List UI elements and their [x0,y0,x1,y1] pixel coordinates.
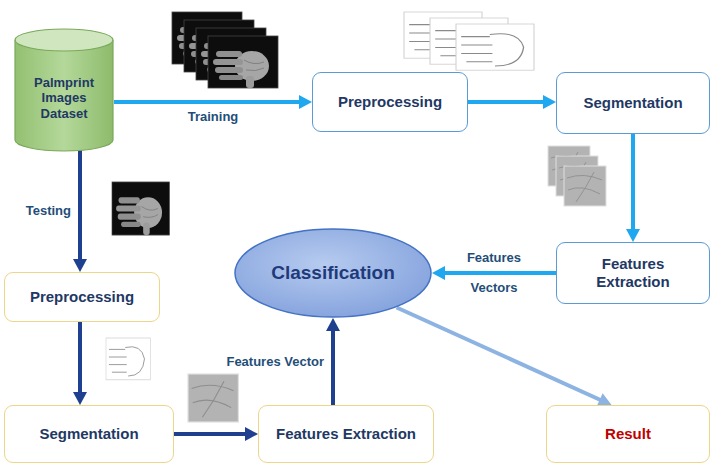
training-photo-stack [172,12,278,88]
node-label: Preprocessing [323,93,457,111]
process-box: Preprocessing [312,72,468,132]
node-label: Result [557,425,699,443]
edge-label: Testing [26,203,71,218]
cylinder-shape [14,28,114,152]
cylinder-body [15,40,113,151]
process-box: Segmentation [4,405,174,463]
process-box: Preprocessing [4,272,160,322]
flow-arrow [78,322,82,394]
classifier-ellipse: Classification [234,228,432,318]
testing-texture [188,374,238,422]
arrow-head [432,266,445,280]
process-box: Segmentation [556,72,710,134]
flow-arrow [631,134,635,231]
node-label: Features Extraction [269,425,423,443]
flow-arrow [114,100,301,104]
flow-arrow [397,307,602,400]
node-text-group: Segmentation [567,94,699,112]
node-label: Preprocessing [15,288,149,306]
edge-label: Features Vector [226,354,324,369]
node-text-group: Palmprint Images Dataset [20,75,108,122]
arrow-head [543,95,556,109]
node-text-group: Segmentation [15,425,163,443]
node-label: Segmentation [567,94,699,112]
edge-label: Features Vectors [456,243,532,303]
arrow-head [626,229,640,242]
arrow-head [326,318,340,331]
node-text-group: Features Extraction [269,425,423,443]
arrow-head [73,259,87,272]
edge-label: Training [188,109,239,124]
process-box: Features Extraction [258,405,434,463]
arrow-head [73,392,87,405]
flow-arrow [443,271,556,275]
process-box: Features Extraction [556,242,710,304]
node-text-group: Features Extraction [567,255,699,291]
flow-arrow [78,149,82,261]
dataset-cylinder: Palmprint Images Dataset [14,28,114,152]
node-text-group: Preprocessing [323,93,457,111]
node-text-group: Preprocessing [15,288,149,306]
arrow-head [299,95,312,109]
node-text-group: Classification [260,262,406,285]
node-text-group: Result [557,425,699,443]
flow-arrow [174,432,247,436]
flow-arrow [331,329,335,405]
arrow-head [245,427,258,441]
flow-arrow [468,100,545,104]
node-label: Features Extraction [567,255,699,291]
testing-sketch [106,338,150,380]
preprocessed-sketch-stack [404,12,534,70]
node-label: Classification [260,262,406,285]
roi-texture-stack [548,146,606,206]
node-label: Segmentation [15,425,163,443]
ellipse-outline [235,229,431,317]
testing-photo [112,182,169,235]
cylinder-top [15,29,113,51]
result-box: Result [546,405,710,463]
node-label: Palmprint Images Dataset [20,75,108,122]
